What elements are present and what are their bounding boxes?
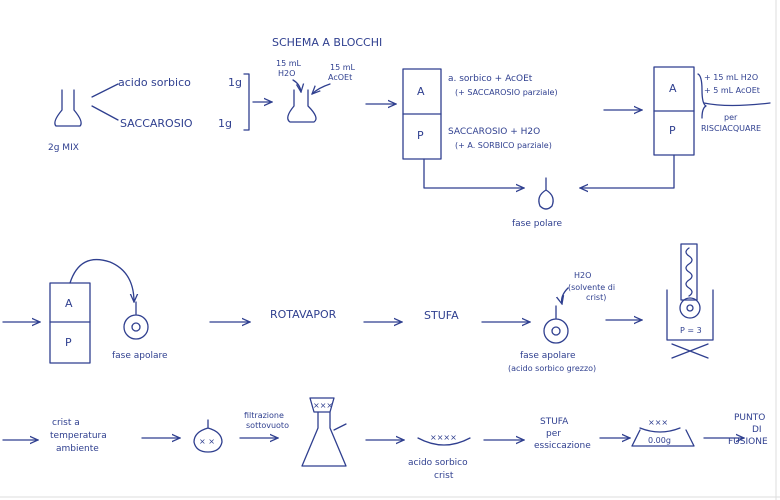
wash-p-letter: P [669,124,676,137]
acoet-volume: 15 mL [330,63,356,72]
filtration-line-1: filtrazione [244,411,284,420]
crystals-mark: ××× [648,418,668,427]
stufa-label: STUFA [424,309,459,322]
watch-glass-icon [417,437,471,446]
hotplate-stand [671,343,709,359]
heating-bath [666,289,714,341]
polar-flask-icon [538,177,554,210]
flask-mark [131,322,141,332]
vacuum-arm [333,423,347,431]
crystals-mark: × × [199,437,215,446]
row2-a-letter: A [65,297,73,310]
filtration-flask-icon [301,411,347,467]
phase-a-content: a. sorbico + AcOEt [448,74,533,84]
melting-line-1: PUNTO [734,413,765,423]
branch-line [91,105,119,121]
stufa-line-2: per [546,429,561,439]
wash-a-letter: A [669,82,677,95]
balance-icon [631,429,695,447]
melting-line-3: FUSIONE [728,437,768,447]
acoet-arrow [312,83,331,94]
balance-pan [639,427,681,433]
curved-arrow [69,258,134,302]
sorbic-line-2: crist [434,471,454,481]
rotavapor-label: ROTAVAPOR [270,308,337,321]
plate-label: P = 3 [680,326,702,335]
cryst-line-2: temperatura [50,431,107,441]
row2-p-letter: P [65,336,72,349]
bracket-line [243,73,250,131]
wash-line-2: + 5 mL AcOEt [704,86,760,95]
mix-item-1: acido sorbico [118,76,191,89]
reaction-flask-icon [287,89,317,123]
reflux-flask-icon [679,297,701,319]
phase-p-content: SACCAROSIO + H2O [448,127,540,137]
cryst-line-3: ambiente [56,444,99,454]
polar-arrow-right [580,154,675,188]
apolar-flask-icon [123,314,149,340]
water-arrow [292,79,301,92]
mix-total: 2g MIX [48,143,79,153]
solvent-note-2: crist) [586,293,606,302]
mix-item-2: SACCAROSIO [120,117,193,130]
mix-flask-icon [54,89,82,127]
polar-phase-label: fase polare [512,219,563,229]
branch-line [91,83,119,98]
phase-p-letter: P [417,129,424,142]
water-volume: 15 mL [276,59,302,68]
cryst-flask-icon [193,419,223,453]
solvent-arrow [562,287,569,304]
separation-box-2 [49,282,91,364]
apolar-phase-label: fase apolare [112,351,168,361]
phase-p-note: (+ A. SORBICO parziale) [455,141,552,150]
crude-label: (acido sorbico grezzo) [508,364,596,373]
phase-a-letter: A [417,85,425,98]
diagram-title: SCHEMA A BLOCCHI [272,36,382,49]
crystals-mark: ×××× [430,433,457,442]
wash-brace [697,73,707,119]
wash-purpose: RISCIACQUARE [701,124,761,133]
stufa-line-3: essiccazione [534,441,591,451]
wash-per: per [724,113,738,122]
mix-qty-2: 1g [218,117,232,130]
condenser-icon [680,243,698,301]
polar-arrow-left [423,158,524,188]
phase-a-note: (+ SACCAROSIO parziale) [455,88,558,97]
water-label: H2O [278,69,295,78]
acoet-label: AcOEt [328,73,352,82]
sorbic-line-1: acido sorbico [408,458,468,468]
stufa-line-1: STUFA [540,417,569,427]
balance-reading: 0.00g [648,436,671,445]
wash-line-1: + 15 mL H2O [704,73,758,82]
condenser-coil [685,247,693,297]
crystals-mark: ××× [313,401,333,410]
row2-water: H2O [574,271,591,280]
filtration-line-2: sottovuoto [246,421,289,430]
solvent-note-1: (solvente di [568,283,615,292]
apolar-phase-label-2: fase apolare [520,351,576,361]
crude-flask-icon [543,318,569,344]
mix-qty-1: 1g [228,76,242,89]
melting-line-2: DI [752,425,762,435]
cryst-line-1: crist a [52,418,80,428]
flask-mark [551,326,561,336]
flask-mark [686,304,694,312]
wash-brace-curve [703,102,771,107]
